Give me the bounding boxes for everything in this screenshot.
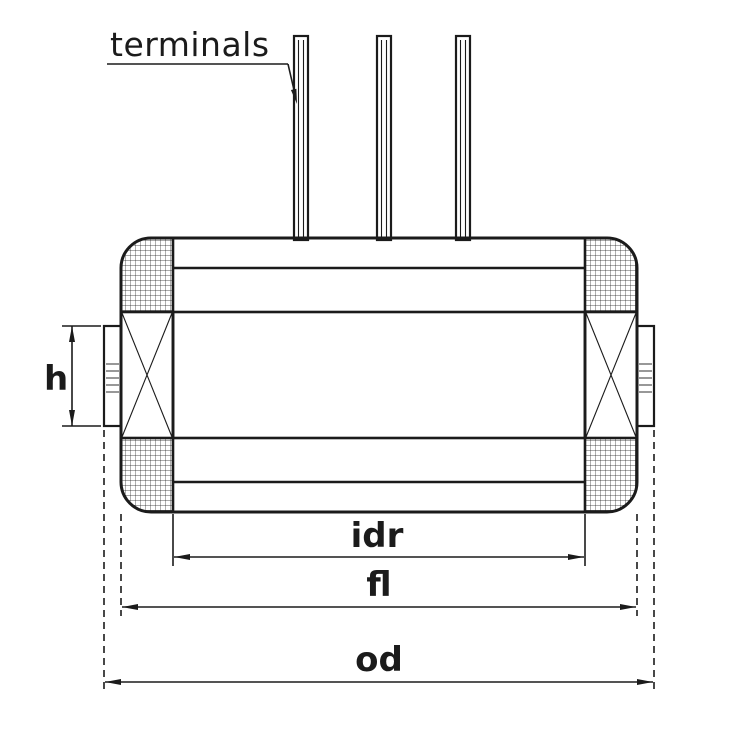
h-label: h [44, 359, 68, 399]
left-flange-tab [102, 324, 123, 428]
core-hatch-top-right [585, 238, 637, 312]
body-outline [119, 236, 639, 514]
core-hatch-bottom-right [585, 438, 637, 512]
dimension-h: h [44, 325, 101, 427]
core-hatch-top-left [121, 238, 173, 312]
core-hatch-bottom-left [121, 438, 173, 512]
terminals-leader-line [287, 63, 295, 91]
right-flange-tab [635, 324, 656, 428]
od-label: od [355, 640, 403, 680]
winding-window [171, 310, 587, 440]
terminal-pin-2 [375, 34, 393, 242]
left-winding-section [119, 310, 175, 440]
terminals-group [292, 34, 472, 242]
core-hatch-group [121, 238, 637, 512]
component-body [102, 236, 656, 514]
idr-label: idr [351, 516, 404, 556]
terminals-label: terminals [110, 25, 270, 64]
terminal-pin-1 [292, 34, 310, 242]
dimension-idr: idr [172, 514, 586, 566]
terminals-callout: terminals [107, 25, 297, 104]
dimension-od: od [103, 430, 655, 692]
fl-label: fl [366, 565, 391, 605]
terminal-pin-3 [454, 34, 472, 242]
terminals-leader-arrow [290, 88, 297, 104]
right-winding-section [583, 310, 639, 440]
dimension-fl: fl [120, 514, 638, 616]
